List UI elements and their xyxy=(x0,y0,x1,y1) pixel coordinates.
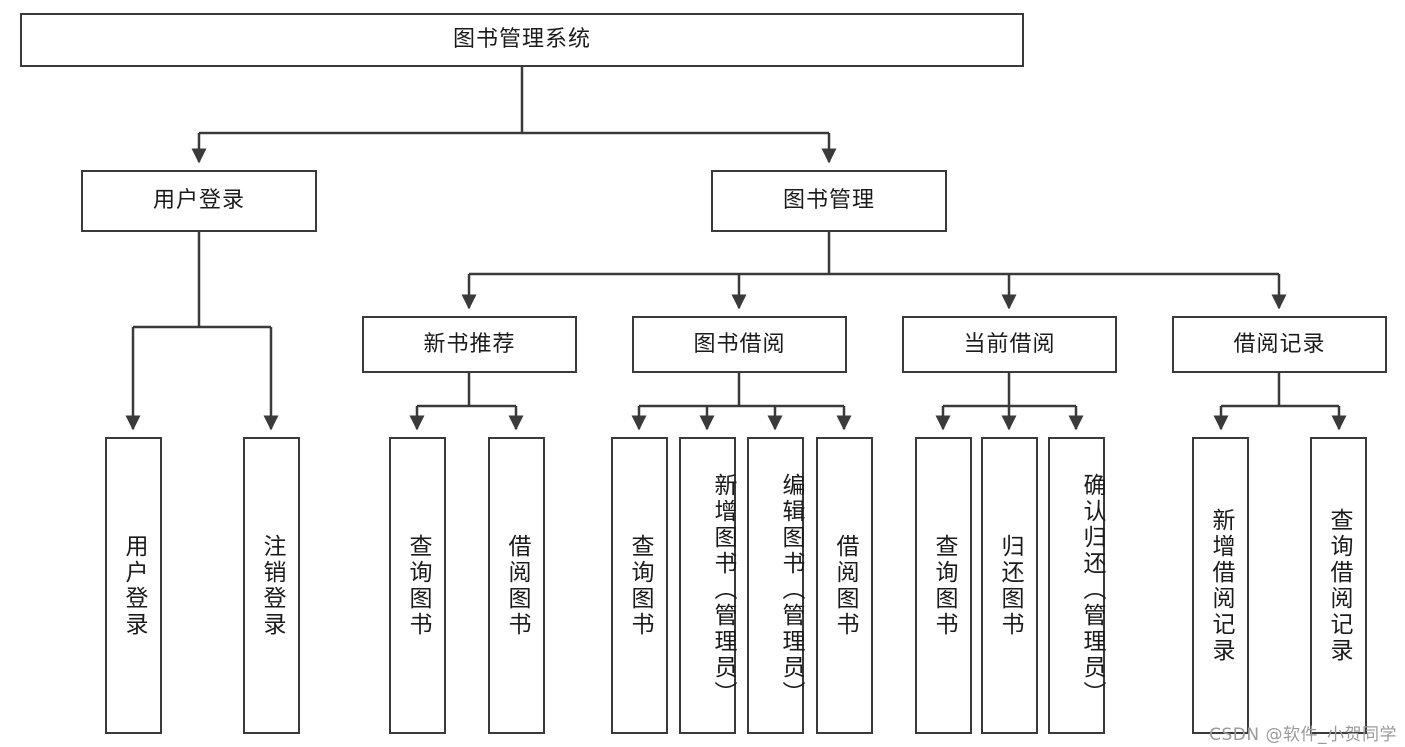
node-label: 查询图书 xyxy=(405,533,431,638)
node-label: 借阅记录 xyxy=(1233,331,1326,357)
leaf-bb-edit-book-admin[interactable]: 编辑图书（管理员） xyxy=(747,437,804,734)
node-label: 用户登录 xyxy=(121,533,147,638)
node-borrow-record[interactable]: 借阅记录 xyxy=(1172,316,1387,373)
node-book-management[interactable]: 图书管理 xyxy=(711,170,947,232)
node-label: 图书借阅 xyxy=(693,331,786,357)
node-label: 新书推荐 xyxy=(423,331,516,357)
node-label: 图书管理 xyxy=(782,188,875,213)
node-label: 当前借阅 xyxy=(963,331,1056,357)
leaf-br-add-record[interactable]: 新增借阅记录 xyxy=(1192,437,1249,734)
node-label: 确认归还（管理员） xyxy=(1079,472,1105,707)
leaf-logout[interactable]: 注销登录 xyxy=(243,437,300,734)
node-label: 归还图书 xyxy=(997,533,1023,638)
leaf-cb-return-book[interactable]: 归还图书 xyxy=(981,437,1038,734)
leaf-new-book-query[interactable]: 查询图书 xyxy=(389,437,446,734)
leaf-br-query-record[interactable]: 查询借阅记录 xyxy=(1310,437,1367,734)
node-label: 注销登录 xyxy=(259,533,285,638)
node-root[interactable]: 图书管理系统 xyxy=(20,13,1024,67)
leaf-cb-query-book[interactable]: 查询图书 xyxy=(915,437,972,734)
node-user-login[interactable]: 用户登录 xyxy=(81,170,317,232)
node-label: 图书管理系统 xyxy=(452,27,591,52)
csdn-watermark: CSDN @软件_小贺同学 xyxy=(1209,725,1397,745)
node-label: 新增图书（管理员） xyxy=(710,472,736,707)
node-new-book-recommend[interactable]: 新书推荐 xyxy=(362,316,577,373)
node-label: 借阅图书 xyxy=(504,533,530,638)
node-label: 借阅图书 xyxy=(832,533,858,638)
node-label: 查询借阅记录 xyxy=(1326,507,1352,664)
leaf-bb-query-book[interactable]: 查询图书 xyxy=(611,437,668,734)
leaf-cb-confirm-return-admin[interactable]: 确认归还（管理员） xyxy=(1048,437,1105,734)
node-book-borrow[interactable]: 图书借阅 xyxy=(632,316,847,373)
node-label: 编辑图书（管理员） xyxy=(778,472,804,707)
leaf-bb-add-book-admin[interactable]: 新增图书（管理员） xyxy=(679,437,736,734)
node-label: 查询图书 xyxy=(627,533,653,638)
leaf-bb-borrow-book[interactable]: 借阅图书 xyxy=(816,437,873,734)
node-label: 用户登录 xyxy=(152,188,245,213)
node-label: 查询图书 xyxy=(931,533,957,638)
node-label: 新增借阅记录 xyxy=(1208,507,1234,664)
leaf-new-book-borrow[interactable]: 借阅图书 xyxy=(488,437,545,734)
node-current-borrow[interactable]: 当前借阅 xyxy=(902,316,1117,373)
leaf-user-login[interactable]: 用户登录 xyxy=(105,437,162,734)
